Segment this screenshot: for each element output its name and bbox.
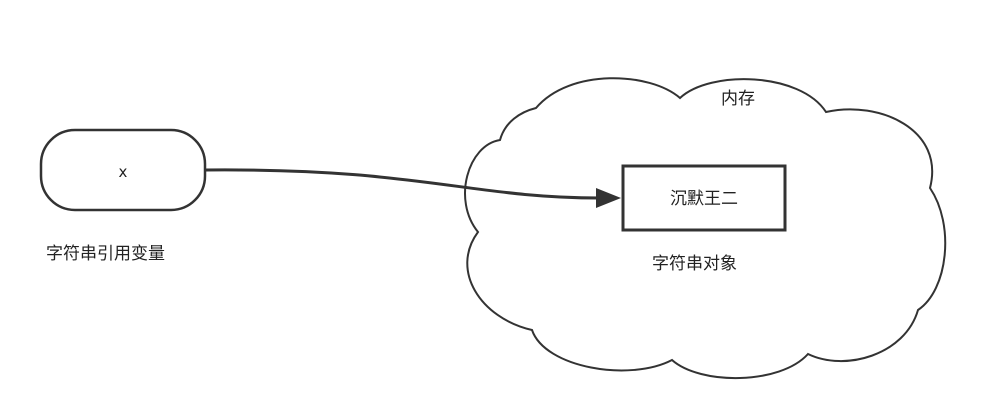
reference-arrow-line: [204, 168, 601, 200]
object-box-text: 沉默王二: [670, 189, 738, 209]
variable-caption: 字符串引用变量: [46, 244, 165, 264]
variable-box-text: x: [118, 163, 128, 181]
memory-label: 内存: [721, 89, 755, 109]
object-caption: 字符串对象: [652, 254, 737, 274]
reference-arrowhead: [596, 188, 621, 208]
object-box: [621, 164, 787, 232]
